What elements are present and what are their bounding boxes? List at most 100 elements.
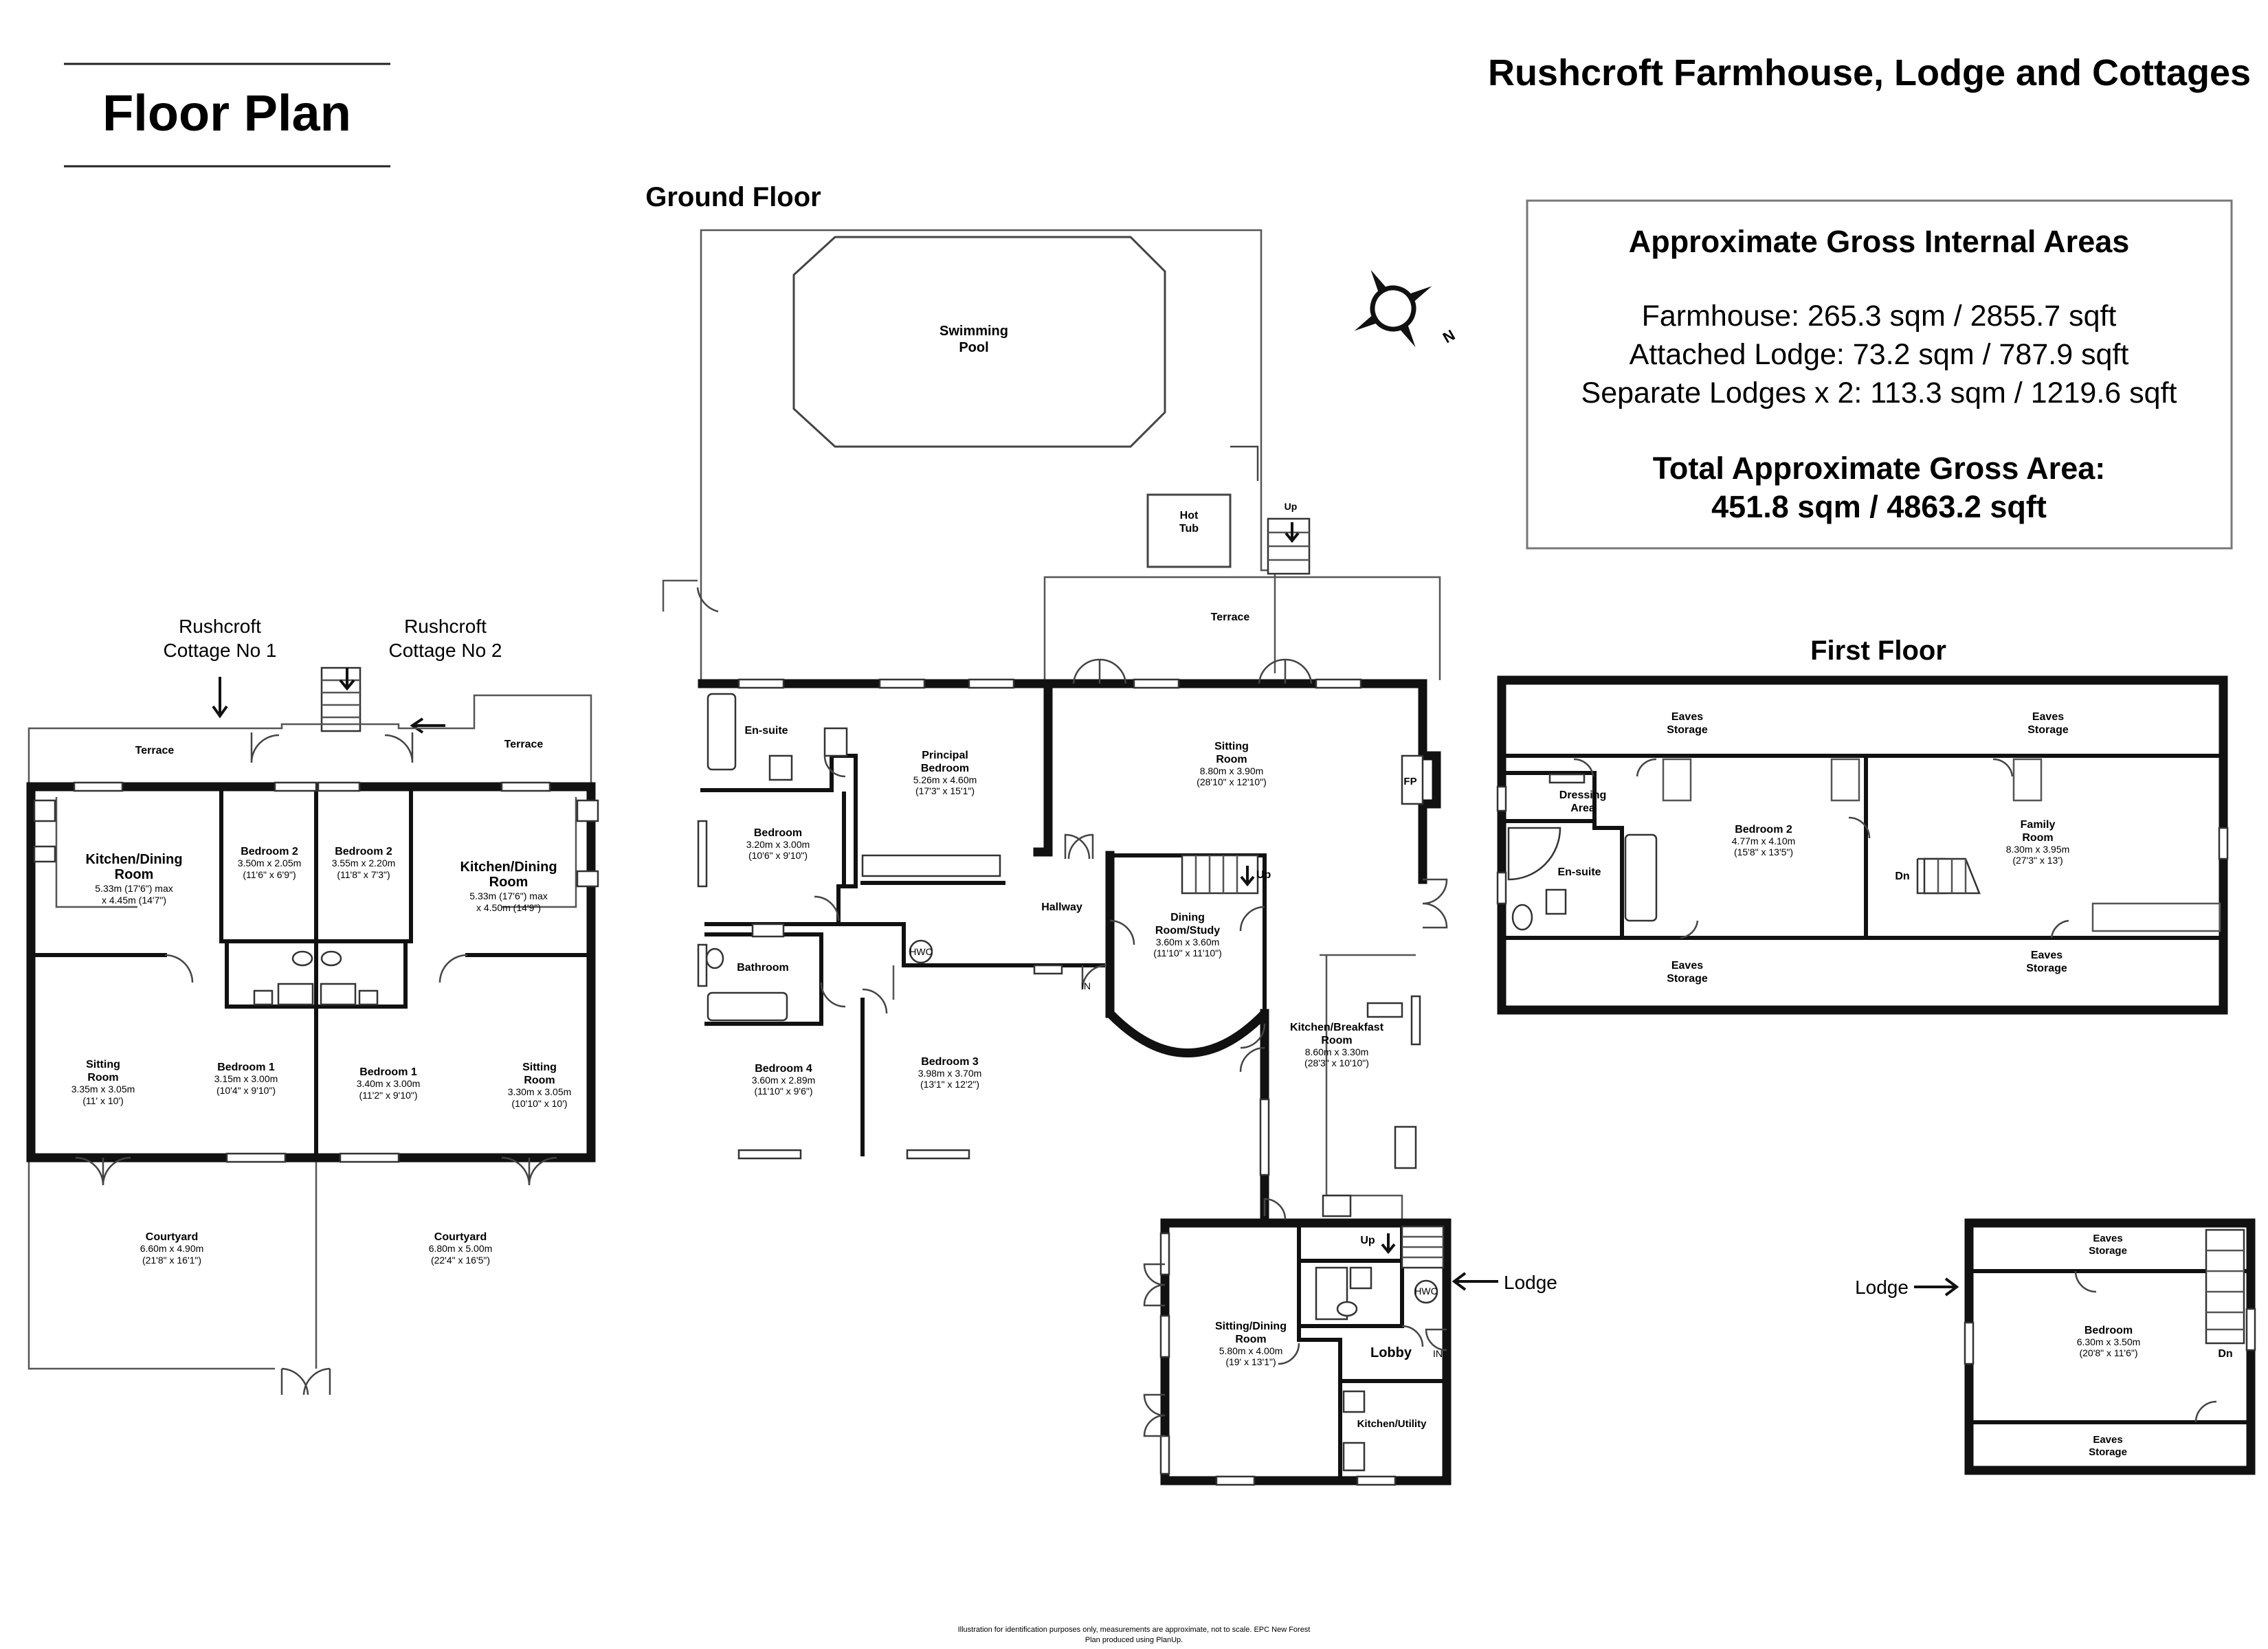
principal-bedroom-dim1: 5.26m x 4.60m bbox=[913, 774, 977, 785]
lodge-upper-stairs-down: Dn bbox=[2218, 1348, 2232, 1360]
footer-disclaimer: Illustration for identification purposes… bbox=[958, 1626, 1311, 1634]
principal-bedroom-name2: Bedroom bbox=[921, 763, 969, 774]
kitchen-breakfast-name: Kitchen/Breakfast bbox=[1290, 1022, 1384, 1033]
header: Floor Plan Rushcroft Farmhouse, Lodge an… bbox=[64, 52, 2251, 666]
first-floor-heading: First Floor bbox=[1810, 636, 1946, 666]
cottage1-sitting-name2: Room bbox=[87, 1072, 118, 1084]
cottage1-bed2-dim1: 3.50m x 2.05m bbox=[238, 857, 302, 868]
dining-room-name2: Room/Study bbox=[1155, 925, 1220, 936]
attached-lodge-plan: Up HWC Lodge Sitting/Dining Room 5.80m x… bbox=[1143, 1198, 1557, 1486]
ensuite-label: En-suite bbox=[744, 725, 788, 737]
dressing-area-name2: Area bbox=[1570, 803, 1595, 814]
footer-credit: Plan produced using PlanUp. bbox=[1085, 1636, 1183, 1644]
bedroom4-dim2: (11'10" x 9'6") bbox=[754, 1086, 812, 1097]
kitchen-breakfast-dim1: 8.60m x 3.30m bbox=[1305, 1046, 1369, 1057]
dining-room-dim2: (11'10" x 11'10") bbox=[1153, 947, 1222, 958]
dining-room-name: Dining bbox=[1170, 912, 1205, 923]
cottage1-kitchen-name2: Room bbox=[115, 867, 154, 882]
hot-tub-label-l2: Tub bbox=[1179, 523, 1199, 535]
cottage2-courtyard-dim1: 6.80m x 5.00m bbox=[429, 1243, 493, 1254]
cottage2-terrace: Terrace bbox=[504, 739, 544, 750]
area-separate-lodges: Separate Lodges x 2: 113.3 sqm / 1219.6 … bbox=[1581, 377, 2177, 410]
lodge-upper-eaves-top: Eaves bbox=[2093, 1233, 2122, 1244]
family-room-name2: Room bbox=[2022, 832, 2053, 844]
bedroom3-name: Bedroom 3 bbox=[921, 1056, 979, 1068]
compass-north-icon bbox=[1354, 269, 1432, 348]
cottage1-bed1-dim1: 3.15m x 3.00m bbox=[214, 1073, 278, 1084]
area-farmhouse: Farmhouse: 265.3 sqm / 2855.7 sqft bbox=[1642, 300, 2117, 333]
cottage2-sitting-name: Sitting bbox=[522, 1062, 557, 1073]
eaves4-storage: Storage bbox=[2026, 963, 2067, 974]
lodge-upper-storage-bottom: Storage bbox=[2089, 1446, 2127, 1458]
first-bedroom2-dim2: (15'8" x 13'5") bbox=[1734, 846, 1793, 857]
bathroom-label: Bathroom bbox=[737, 962, 789, 974]
lobby-label: Lobby bbox=[1370, 1345, 1412, 1360]
bedroom4-name: Bedroom 4 bbox=[755, 1063, 812, 1075]
hot-tub-label-l1: Hot bbox=[1180, 510, 1199, 521]
cottage1-courtyard-name: Courtyard bbox=[146, 1231, 198, 1243]
cottage1-kitchen-name: Kitchen/Dining bbox=[85, 852, 182, 867]
lodge-upper-plan: Dn Lodge Eaves Storage Bedroom 6.30m x 3… bbox=[1855, 1218, 2256, 1475]
lodge-bedroom-dim1: 6.30m x 3.50m bbox=[2077, 1336, 2141, 1347]
cottage2-label-l2: Cottage No 2 bbox=[389, 640, 502, 661]
cottage2-bed1-name: Bedroom 1 bbox=[359, 1066, 417, 1078]
bedroom3-dim2: (13'1" x 12'2") bbox=[920, 1079, 979, 1090]
sitting-dining-name2: Room bbox=[1235, 1334, 1266, 1345]
pool-label-l2: Pool bbox=[959, 340, 988, 355]
cottage2-label-l1: Rushcroft bbox=[404, 616, 487, 637]
lodge-bedroom-dim2: (20'8" x 11'6") bbox=[2079, 1347, 2137, 1358]
hot-tub bbox=[1146, 493, 1232, 568]
cottage1-sitting-dim2: (11' x 10') bbox=[82, 1095, 124, 1106]
cottage1-kitchen-dim1: 5.33m (17'6") max bbox=[95, 883, 173, 894]
cottage2-bed1-dim2: (11'2" x 9'10") bbox=[359, 1090, 417, 1101]
cottage2-courtyard-dim2: (22'4" x 16'5") bbox=[431, 1255, 490, 1266]
lodge-entrance-in: IN bbox=[1433, 1348, 1443, 1359]
hallway-label: Hallway bbox=[1041, 901, 1082, 913]
cottage2-kitchen-dim2: x 4.50m (14'9") bbox=[476, 902, 541, 913]
cottage2-bed2-name: Bedroom 2 bbox=[335, 846, 392, 857]
lodge-label-left: Lodge bbox=[1855, 1277, 1909, 1298]
front-entrance-in: IN bbox=[1081, 980, 1091, 991]
kitchen-breakfast-name2: Room bbox=[1321, 1035, 1352, 1046]
bedroom-name: Bedroom bbox=[754, 827, 802, 839]
cottage1-bed2-dim2: (11'6" x 6'9") bbox=[243, 869, 296, 880]
bedroom-dim1: 3.20m x 3.00m bbox=[746, 839, 810, 850]
cottage2-bed2-dim2: (11'8" x 7'3") bbox=[337, 869, 390, 880]
cottage1-courtyard-dim2: (21'8" x 16'1") bbox=[142, 1255, 201, 1266]
compass-north-label: N bbox=[1440, 326, 1458, 347]
footer: Illustration for identification purposes… bbox=[958, 1626, 1311, 1644]
eaves3-storage: Storage bbox=[1667, 973, 1708, 985]
bedroom4-dim1: 3.60m x 2.89m bbox=[752, 1075, 816, 1086]
lodge-stairs-up: Up bbox=[1360, 1235, 1375, 1246]
dressing-area-name: Dressing bbox=[1559, 789, 1606, 801]
cottage1-bed2-name: Bedroom 2 bbox=[241, 846, 298, 857]
kitchen-breakfast-dim2: (28'3" x 10'10") bbox=[1304, 1057, 1369, 1068]
sitting-dining-dim2: (19' x 13'1") bbox=[1225, 1356, 1276, 1367]
cottage1-courtyard-dim1: 6.60m x 4.90m bbox=[140, 1243, 204, 1254]
cottage1-label-l2: Cottage No 1 bbox=[164, 640, 277, 661]
cottage2-courtyard-name: Courtyard bbox=[434, 1231, 487, 1243]
cottage2-sitting-dim2: (10'10" x 10') bbox=[511, 1098, 567, 1109]
bedroom-dim2: (10'6" x 9'10") bbox=[748, 850, 808, 861]
family-room-dim2: (27'3" x 13') bbox=[2012, 855, 2063, 866]
lodge-label-right: Lodge bbox=[1504, 1272, 1557, 1293]
cottage2-bed1-dim1: 3.40m x 3.00m bbox=[357, 1078, 421, 1089]
principal-bedroom-dim2: (17'3" x 15'1") bbox=[915, 785, 975, 796]
cottage1-sitting-name: Sitting bbox=[86, 1059, 120, 1070]
principal-bedroom-name: Principal bbox=[922, 750, 968, 761]
eaves4-name: Eaves bbox=[2031, 950, 2063, 961]
cottage1-terrace: Terrace bbox=[135, 745, 175, 756]
family-stairs-down: Dn bbox=[1895, 871, 1909, 882]
first-bedroom2-name: Bedroom 2 bbox=[1735, 824, 1792, 835]
cottages-plan: Rushcroft Cottage No 1 Rushcroft Cottage… bbox=[26, 616, 599, 1395]
area-total-value: 451.8 sqm / 4863.2 sqft bbox=[1711, 489, 2047, 524]
cottage1-sitting-dim1: 3.35m x 3.05m bbox=[71, 1084, 135, 1095]
family-room-name: Family bbox=[2021, 819, 2056, 831]
sitting-room-name2: Room bbox=[1216, 754, 1247, 765]
property-name: Rushcroft Farmhouse, Lodge and Cottages bbox=[1488, 52, 2251, 93]
page-title: Floor Plan bbox=[102, 85, 351, 142]
area-total-label: Total Approximate Gross Area: bbox=[1653, 451, 2105, 486]
first-ensuite-label: En-suite bbox=[1557, 866, 1601, 878]
ground-floor-heading: Ground Floor bbox=[645, 182, 821, 212]
